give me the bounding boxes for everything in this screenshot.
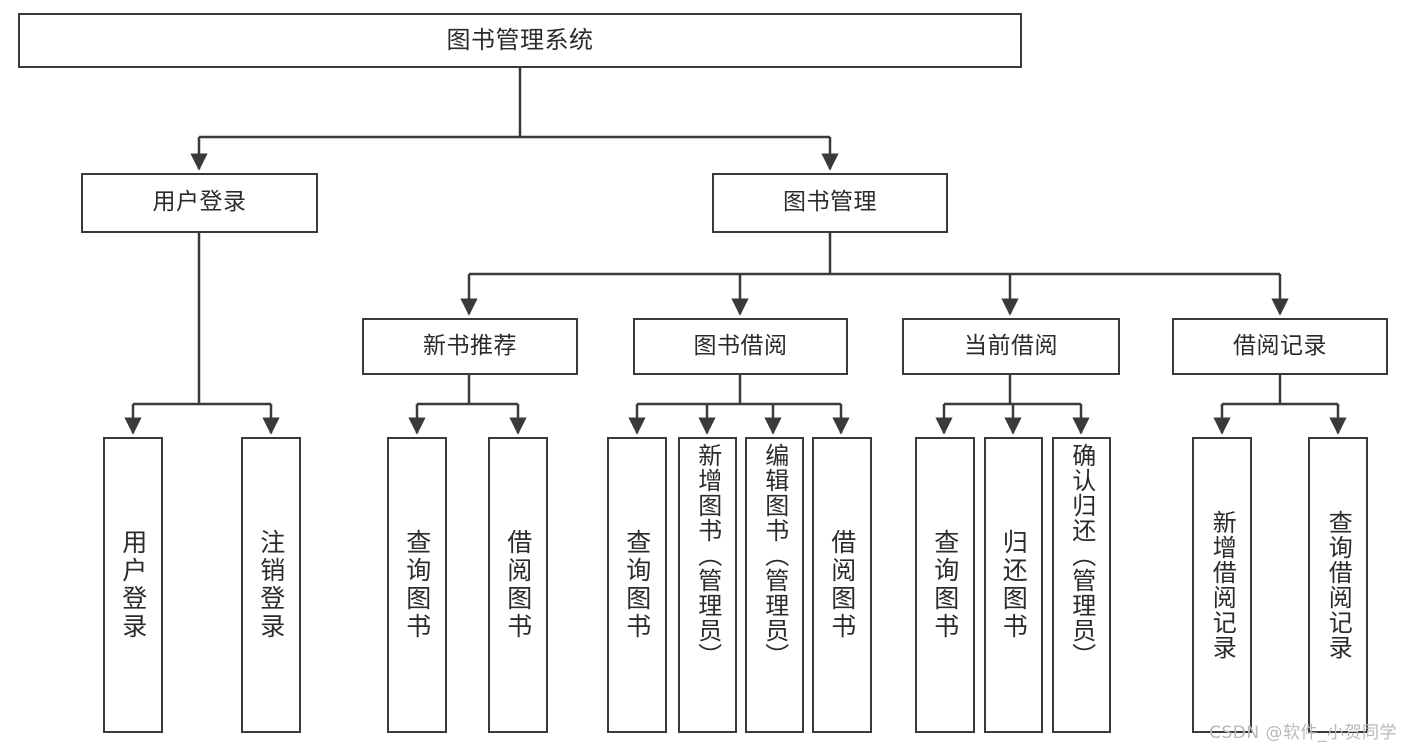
leaf-borrow-book[interactable]: 借阅图书 bbox=[812, 437, 872, 733]
leaf-query-borrow-record[interactable]: 查询借阅记录 bbox=[1308, 437, 1368, 733]
node-label: 新书推荐 bbox=[423, 332, 517, 359]
node-label: 确认归还（管理员） bbox=[1067, 443, 1096, 668]
node-new-book-recommend[interactable]: 新书推荐 bbox=[362, 318, 578, 375]
csdn-watermark: CSDN @软件_小贺同学 bbox=[1209, 723, 1397, 743]
node-label: 查询图书 bbox=[930, 529, 960, 641]
node-label: 用户登录 bbox=[118, 529, 148, 641]
node-label: 用户登录 bbox=[152, 189, 247, 216]
node-label: 查询图书 bbox=[402, 529, 432, 641]
leaf-add-borrow-record[interactable]: 新增借阅记录 bbox=[1192, 437, 1252, 733]
node-label: 图书借阅 bbox=[693, 332, 788, 359]
leaf-confirm-return-admin[interactable]: 确认归还（管理员） bbox=[1052, 437, 1111, 733]
node-book-management[interactable]: 图书管理 bbox=[712, 173, 948, 233]
node-label: 归还图书 bbox=[999, 529, 1029, 641]
node-label: 注销登录 bbox=[256, 529, 286, 641]
node-user-login[interactable]: 用户登录 bbox=[81, 173, 318, 233]
node-label: 图书管理系统 bbox=[446, 26, 594, 55]
leaf-query-book-recommend[interactable]: 查询图书 bbox=[387, 437, 447, 733]
node-borrow-record[interactable]: 借阅记录 bbox=[1172, 318, 1388, 375]
node-label: 图书管理 bbox=[783, 189, 877, 216]
leaf-edit-book-admin[interactable]: 编辑图书（管理员） bbox=[745, 437, 804, 733]
node-label: 查询图书 bbox=[622, 529, 652, 641]
node-label: 借阅记录 bbox=[1233, 332, 1327, 359]
leaf-query-book-borrow[interactable]: 查询图书 bbox=[607, 437, 667, 733]
node-label: 编辑图书（管理员） bbox=[760, 443, 789, 668]
node-book-borrow[interactable]: 图书借阅 bbox=[633, 318, 848, 375]
leaf-borrow-book-recommend[interactable]: 借阅图书 bbox=[488, 437, 548, 733]
node-label: 查询借阅记录 bbox=[1324, 510, 1353, 660]
leaf-return-book[interactable]: 归还图书 bbox=[984, 437, 1043, 733]
node-label: 借阅图书 bbox=[827, 529, 857, 641]
node-label: 新增图书（管理员） bbox=[693, 443, 722, 668]
node-label: 借阅图书 bbox=[503, 529, 533, 641]
node-current-borrow[interactable]: 当前借阅 bbox=[902, 318, 1120, 375]
leaf-add-book-admin[interactable]: 新增图书（管理员） bbox=[678, 437, 737, 733]
leaf-user-login[interactable]: 用户登录 bbox=[103, 437, 163, 733]
node-root-book-management-system[interactable]: 图书管理系统 bbox=[18, 13, 1022, 68]
leaf-logout[interactable]: 注销登录 bbox=[241, 437, 301, 733]
node-label: 当前借阅 bbox=[964, 332, 1058, 359]
node-label: 新增借阅记录 bbox=[1208, 510, 1237, 660]
leaf-query-book-current[interactable]: 查询图书 bbox=[915, 437, 975, 733]
